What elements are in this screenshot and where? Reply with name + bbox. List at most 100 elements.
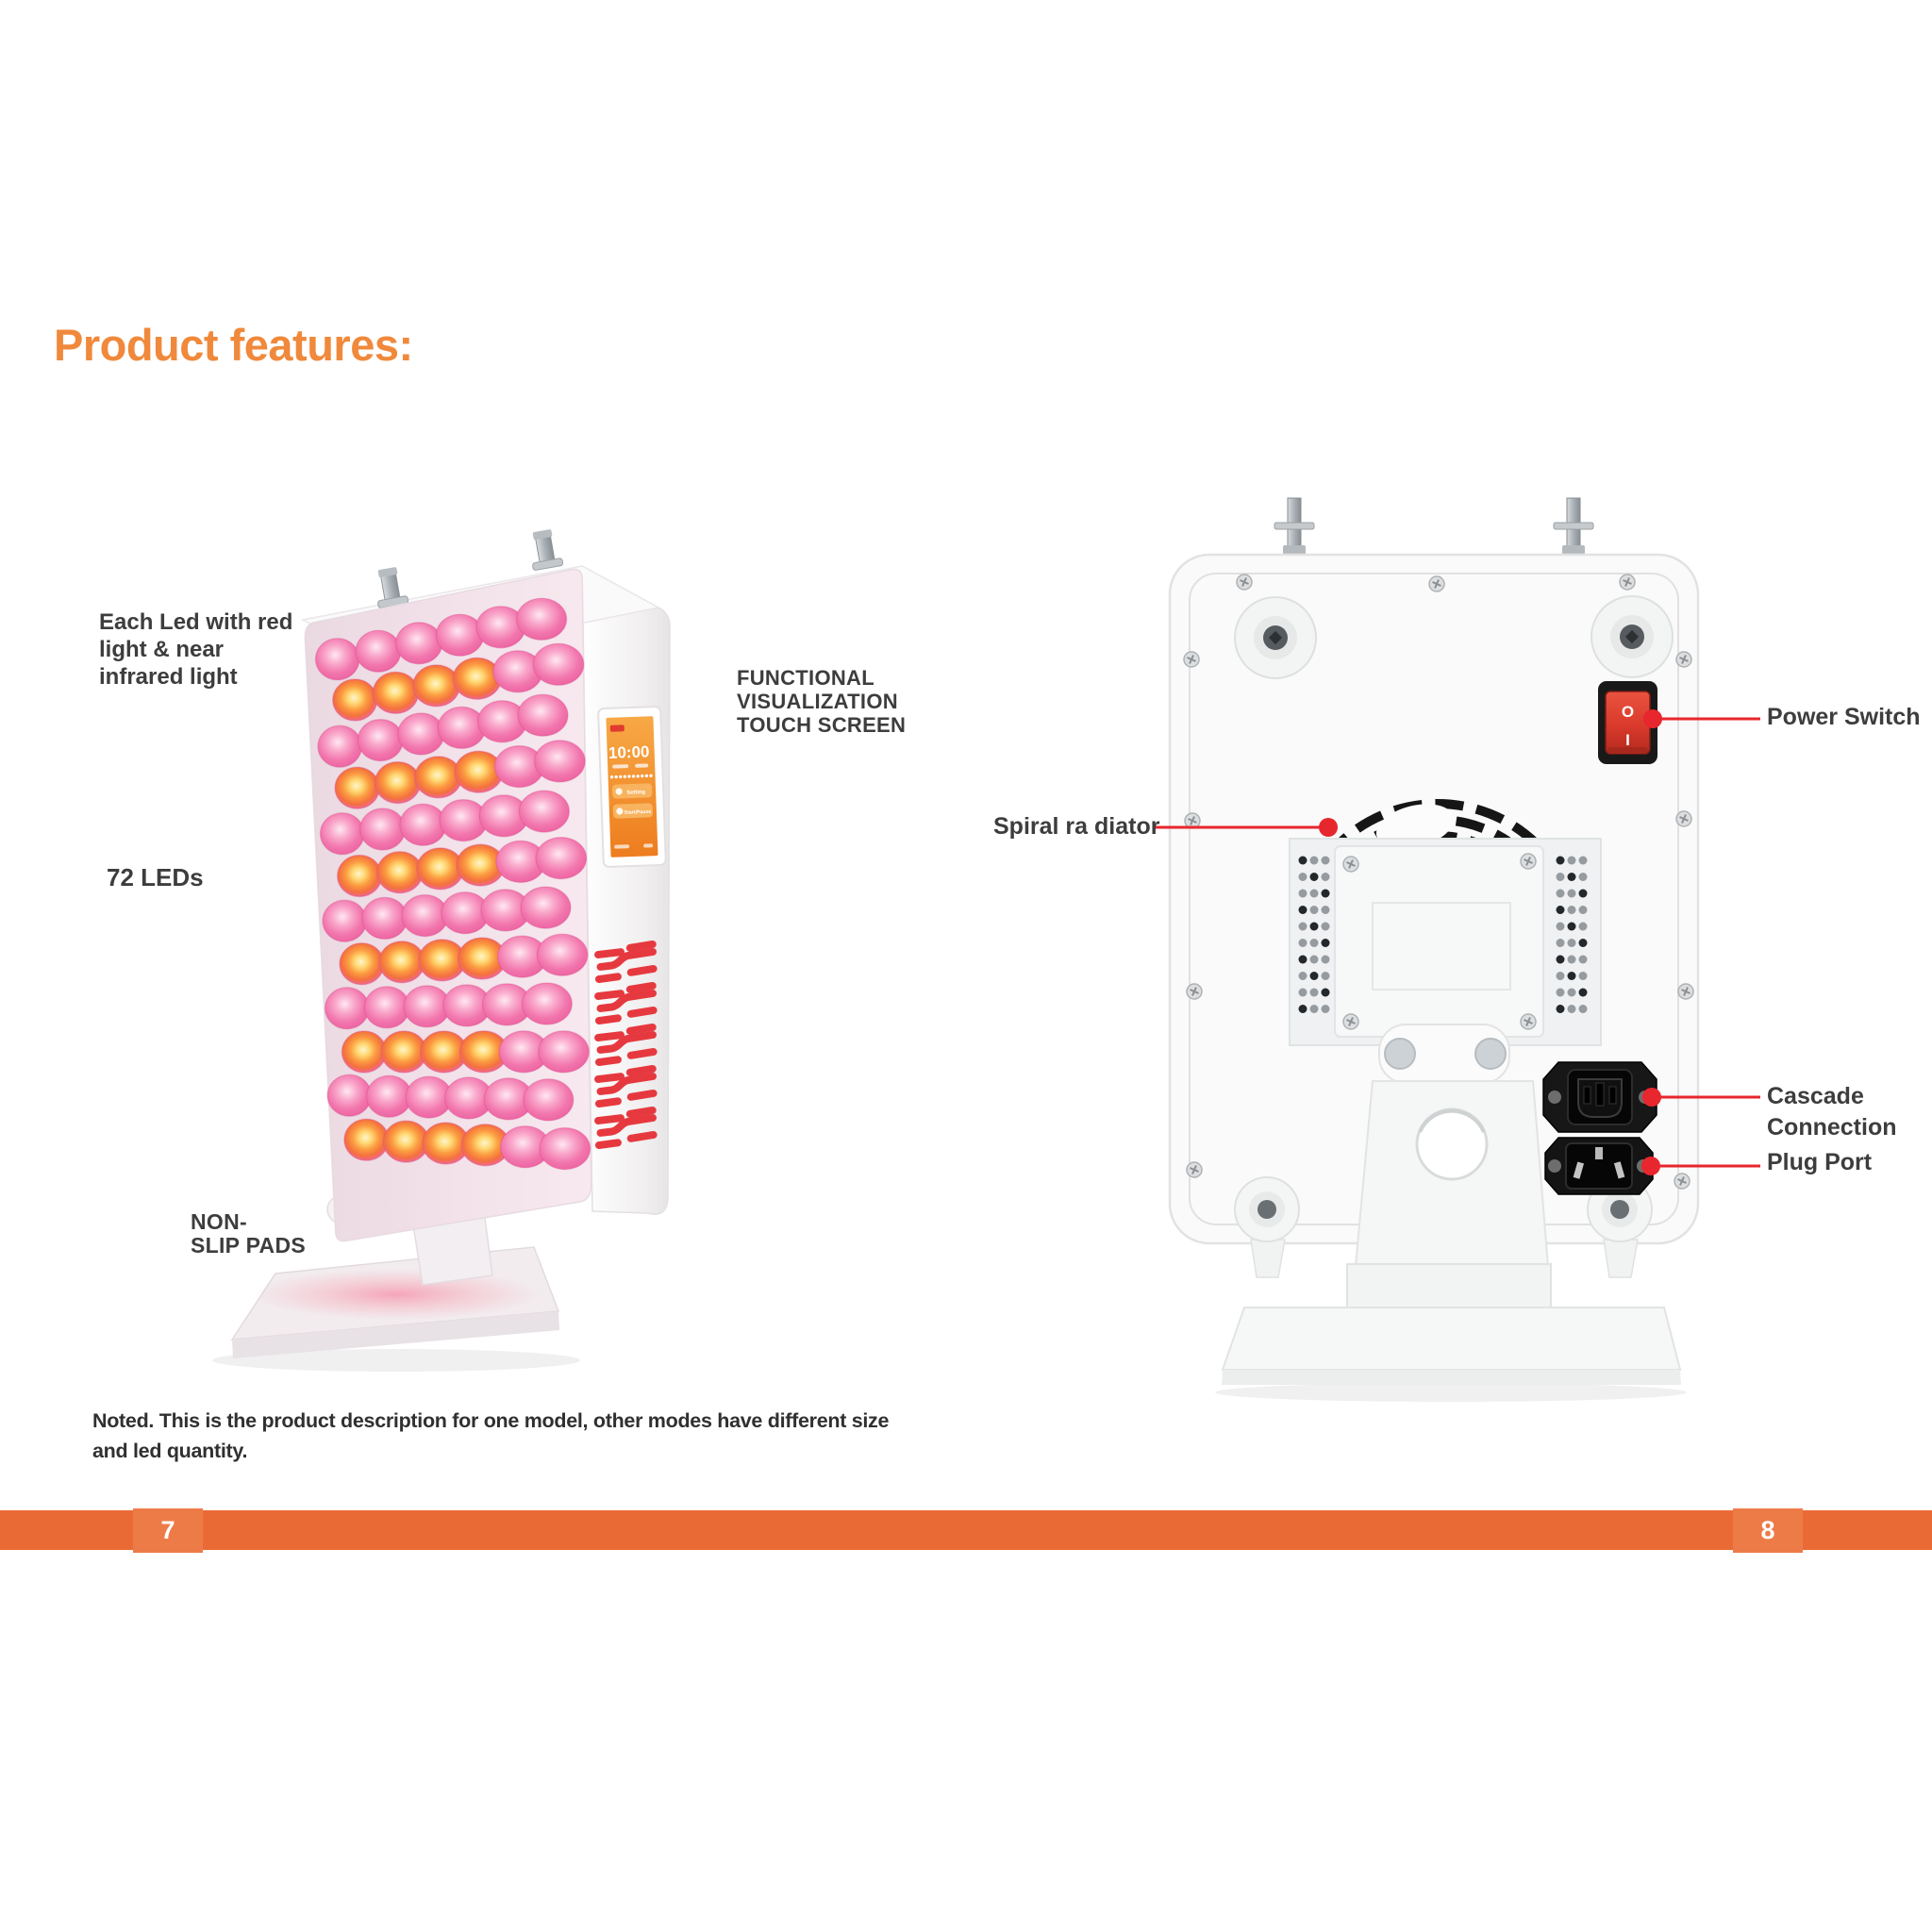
- screw-icon: [1675, 810, 1692, 827]
- screw-icon: [1520, 1013, 1537, 1030]
- screen-time: 10:00: [608, 742, 650, 762]
- vent-cluster: [594, 1064, 658, 1108]
- screen-setting-label: Setting: [626, 790, 645, 796]
- vent-hole: [1567, 922, 1576, 931]
- label-spiral-radiator: Spiral ra diator: [993, 813, 1160, 840]
- wall-standoff-icon: [1234, 596, 1317, 679]
- vent-hole: [1298, 988, 1307, 997]
- screen-dot: [641, 774, 644, 778]
- vent-hole: [1578, 889, 1588, 898]
- label-touch-screen-line3: TOUCH SCREEN: [737, 713, 907, 737]
- callout-dot-power-switch: [1643, 709, 1662, 728]
- label-led-type-line3: infrared light: [99, 664, 238, 690]
- label-touch-screen-line2: VISUALIZATION: [737, 690, 898, 713]
- screw-icon: [1520, 853, 1537, 870]
- bracket-etched-rect: [1372, 902, 1511, 991]
- page-number-left-block: 7: [133, 1508, 203, 1553]
- screen-dot: [644, 774, 649, 778]
- vent-hole: [1556, 889, 1565, 898]
- led: [361, 896, 408, 941]
- led: [518, 790, 571, 833]
- led: [332, 678, 378, 722]
- label-cascade-line2: Connection: [1767, 1114, 1897, 1141]
- vent-hole: [1309, 922, 1319, 931]
- cascade-connection-socket: [1542, 1061, 1657, 1133]
- vent-hole: [1567, 939, 1576, 947]
- page-number-right: 8: [1760, 1516, 1775, 1544]
- screen-dot: [619, 774, 623, 779]
- wall-standoff-icon: [1591, 595, 1674, 678]
- led: [399, 803, 447, 846]
- led: [532, 642, 585, 686]
- callout-dot-plug-port: [1641, 1157, 1660, 1175]
- vent-hole: [1556, 988, 1565, 997]
- vent-hole: [1321, 955, 1330, 964]
- vent-hole: [1556, 873, 1565, 881]
- bottom-foot-icon: [1234, 1176, 1300, 1278]
- power-switch: O I: [1598, 681, 1657, 764]
- led: [359, 808, 407, 851]
- vent-hole: [1578, 939, 1588, 947]
- vent-hole: [1567, 873, 1576, 881]
- screen-dot: [636, 774, 640, 778]
- vent-hole: [1309, 856, 1319, 865]
- vent-hole: [1578, 972, 1588, 980]
- bracket-center-plate: [1334, 845, 1544, 1038]
- led: [521, 982, 573, 1025]
- screw-icon: [1674, 1173, 1690, 1190]
- vent-hole: [1298, 873, 1307, 881]
- led: [538, 1030, 590, 1074]
- led-grid: [314, 597, 591, 1171]
- vent-hole: [1567, 955, 1576, 964]
- mounting-knob-icon: [377, 567, 409, 608]
- screw-icon: [1675, 651, 1692, 668]
- vent-cluster: [594, 940, 658, 983]
- screen-info-bar: [635, 763, 649, 768]
- vent-hole: [1556, 972, 1565, 980]
- label-non-slip-pads: NON- SLIP PADS: [191, 1210, 306, 1257]
- led: [339, 942, 385, 986]
- led: [535, 836, 588, 880]
- vent-hole: [1578, 873, 1588, 881]
- back-base-edge: [1222, 1370, 1681, 1385]
- screw-icon: [1186, 983, 1203, 1000]
- device-side-face: [581, 564, 671, 1215]
- vent-hole: [1309, 988, 1319, 997]
- screw-icon: [1342, 1013, 1359, 1030]
- vent-hole: [1578, 955, 1588, 964]
- screw-icon: [1677, 983, 1694, 1000]
- screen-dot: [623, 774, 627, 778]
- heat-vents: [594, 940, 658, 1149]
- led: [324, 987, 370, 1030]
- footer-bar: 7 8: [0, 1508, 1932, 1553]
- vent-hole: [1298, 972, 1307, 980]
- vent-hole: [1298, 922, 1307, 931]
- led: [412, 664, 461, 708]
- switch-on-mark: I: [1625, 731, 1630, 749]
- vent-hole: [1309, 873, 1319, 881]
- callout-dot-cascade-connection: [1642, 1088, 1661, 1107]
- screen-info-bar: [612, 764, 629, 769]
- screen-dot: [614, 774, 618, 779]
- label-non-slip-line2: SLIP PADS: [191, 1233, 306, 1257]
- note-line1: Noted. This is the product description f…: [92, 1409, 890, 1432]
- label-cascade-line1: Cascade: [1767, 1083, 1864, 1109]
- vent-hole: [1298, 889, 1307, 898]
- device-base: [230, 1246, 560, 1358]
- led: [378, 941, 425, 984]
- front-view-photo: 10:00 Setting Start/Pause: [212, 529, 671, 1372]
- screen-footer-bar: [614, 844, 630, 849]
- base-red-glow: [253, 1269, 540, 1320]
- led: [343, 1118, 390, 1161]
- led: [536, 933, 589, 976]
- led: [357, 718, 404, 762]
- label-non-slip-line1: NON-: [191, 1209, 247, 1234]
- led: [435, 613, 485, 657]
- led: [414, 756, 463, 799]
- screen-dot: [627, 774, 631, 778]
- screen-start-label: Start/Pause: [625, 809, 652, 816]
- vent-hole: [1578, 906, 1588, 914]
- callout-dot-spiral-radiator: [1319, 818, 1338, 837]
- screen-setting-button: [612, 783, 653, 799]
- led: [355, 629, 402, 673]
